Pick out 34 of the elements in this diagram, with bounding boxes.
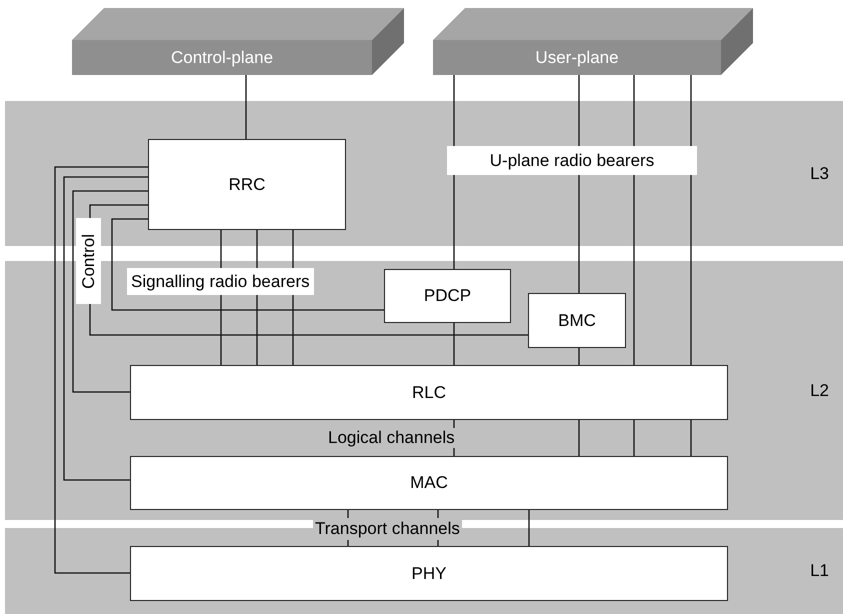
protocol-box <box>130 365 728 420</box>
protocol-name: MAC <box>410 472 448 494</box>
connector-line <box>578 420 580 456</box>
connector-line <box>453 323 455 365</box>
protocol-box <box>384 269 511 323</box>
plane-title: User-plane <box>535 46 619 69</box>
section-label: Control <box>76 218 101 304</box>
connector-line <box>528 510 530 546</box>
protocol-box <box>148 139 346 230</box>
protocol-name: BMC <box>558 310 596 332</box>
section-label: Signalling radio bearers <box>127 268 314 295</box>
connector-line <box>633 75 635 365</box>
connector-line <box>690 420 692 456</box>
connector-line <box>578 348 580 365</box>
connector-line <box>245 75 247 139</box>
connector-line <box>72 190 148 393</box>
protocol-name: PDCP <box>424 285 472 308</box>
section-label: U-plane radio bearers <box>447 146 697 175</box>
connector-line <box>690 75 692 365</box>
connector-line <box>54 166 148 574</box>
protocol-name: PHY <box>412 562 446 585</box>
protocol-box <box>528 293 626 348</box>
layer-label: L1 <box>810 560 829 582</box>
connector-line <box>633 420 635 456</box>
protocol-box <box>130 546 728 601</box>
connector-line <box>111 218 384 311</box>
section-label: Logical channels <box>326 428 457 448</box>
connector-line <box>63 176 148 481</box>
layer-label: L3 <box>810 162 829 185</box>
protocol-box <box>130 456 728 510</box>
protocol-name: RRC <box>228 174 266 196</box>
protocol-name: RLC <box>412 382 446 404</box>
plane-title: Control-plane <box>170 46 274 69</box>
layer-label: L2 <box>810 380 829 402</box>
